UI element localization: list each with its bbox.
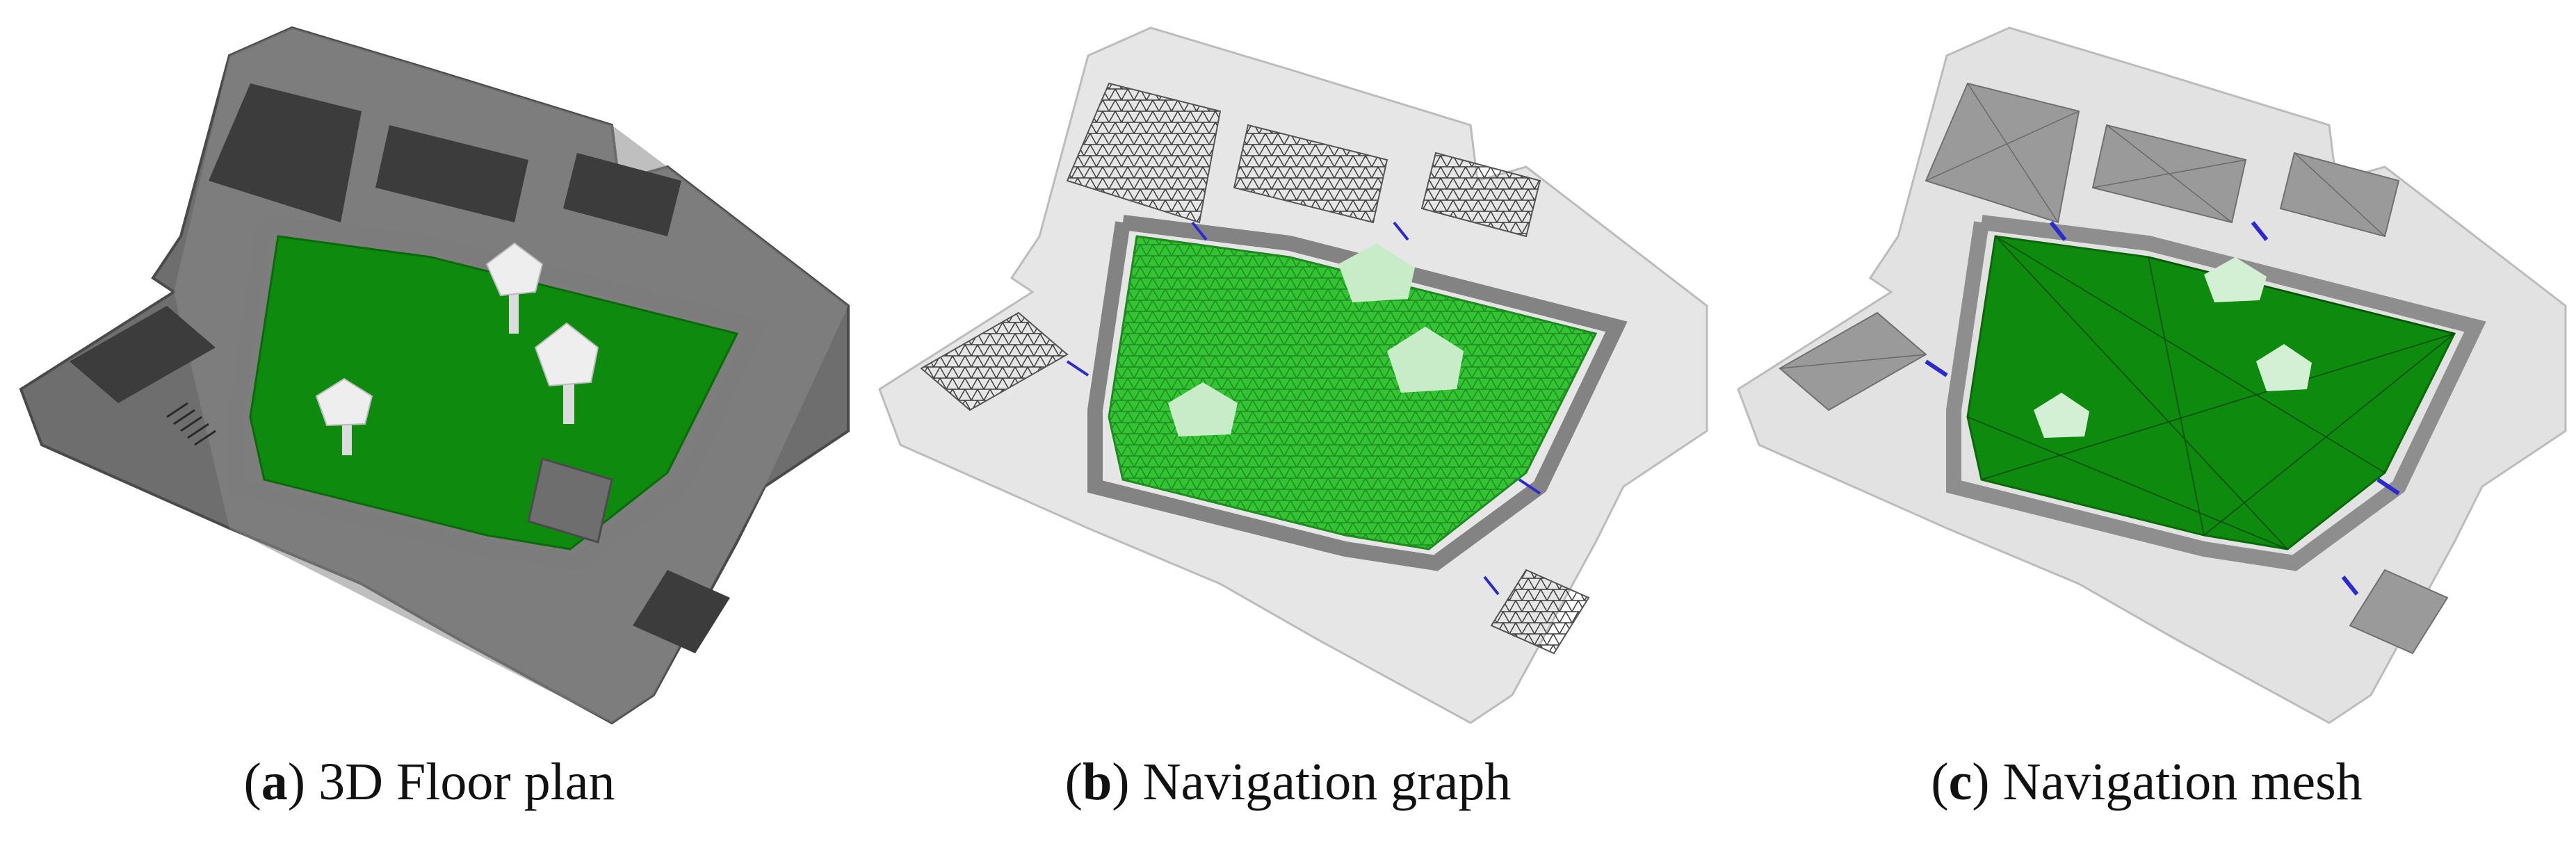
- caption-panel-c: (c) Navigation mesh: [1931, 753, 2363, 811]
- room-interior-n: [375, 125, 528, 222]
- navigation-mesh-render: [1737, 26, 2567, 724]
- graph-room-se: [1490, 569, 1590, 655]
- room-interior-w: [70, 306, 216, 403]
- navigation-graph-render: [878, 26, 1708, 724]
- tree-1: [485, 242, 544, 334]
- panel-b-navigation-graph: [859, 0, 1717, 737]
- caption-panel-a: (a) 3D Floor plan: [243, 753, 615, 811]
- caption-text-b: Navigation graph: [1142, 753, 1512, 811]
- tree-2: [534, 322, 599, 424]
- graph-room-n: [1233, 124, 1388, 224]
- caption-text-c: Navigation mesh: [2002, 753, 2363, 811]
- mesh-room-se: [2349, 569, 2449, 655]
- graph-link-edges: [1066, 221, 1541, 596]
- staircase: [166, 402, 216, 446]
- caption-text-a: 3D Floor plan: [318, 753, 615, 811]
- mesh-tree-hole-3: [2034, 393, 2089, 438]
- room-interior-nw: [209, 83, 362, 222]
- tree-hole-1: [1338, 243, 1415, 302]
- graph-room-ne: [1420, 152, 1541, 238]
- room-interior-ne: [563, 153, 681, 236]
- room-interior-se: [633, 570, 730, 653]
- caption-panel-b: (b) Navigation graph: [1064, 753, 1512, 811]
- mesh-tree-hole-2: [2256, 344, 2312, 391]
- floor-plan-render: [19, 26, 850, 725]
- panel-c-navigation-mesh: [1717, 0, 2576, 737]
- mesh-portal-edges: [1925, 221, 2400, 596]
- panel-a-floor-plan: [0, 0, 859, 737]
- inner-small-room: [527, 457, 613, 544]
- tree-hole-3: [1168, 382, 1238, 436]
- caption-letter-c: c: [1948, 753, 1972, 811]
- graph-room-w: [920, 311, 1069, 411]
- mesh-tree-hole-1: [2204, 257, 2267, 302]
- caption-letter-a: a: [261, 753, 288, 811]
- graph-room-nw: [1066, 82, 1222, 224]
- tree-3: [315, 377, 373, 455]
- tree-hole-2: [1387, 327, 1464, 393]
- caption-letter-b: b: [1082, 753, 1112, 811]
- mesh-triangulation-gray: [1779, 83, 2385, 369]
- mesh-triangulation-green: [1967, 236, 2455, 550]
